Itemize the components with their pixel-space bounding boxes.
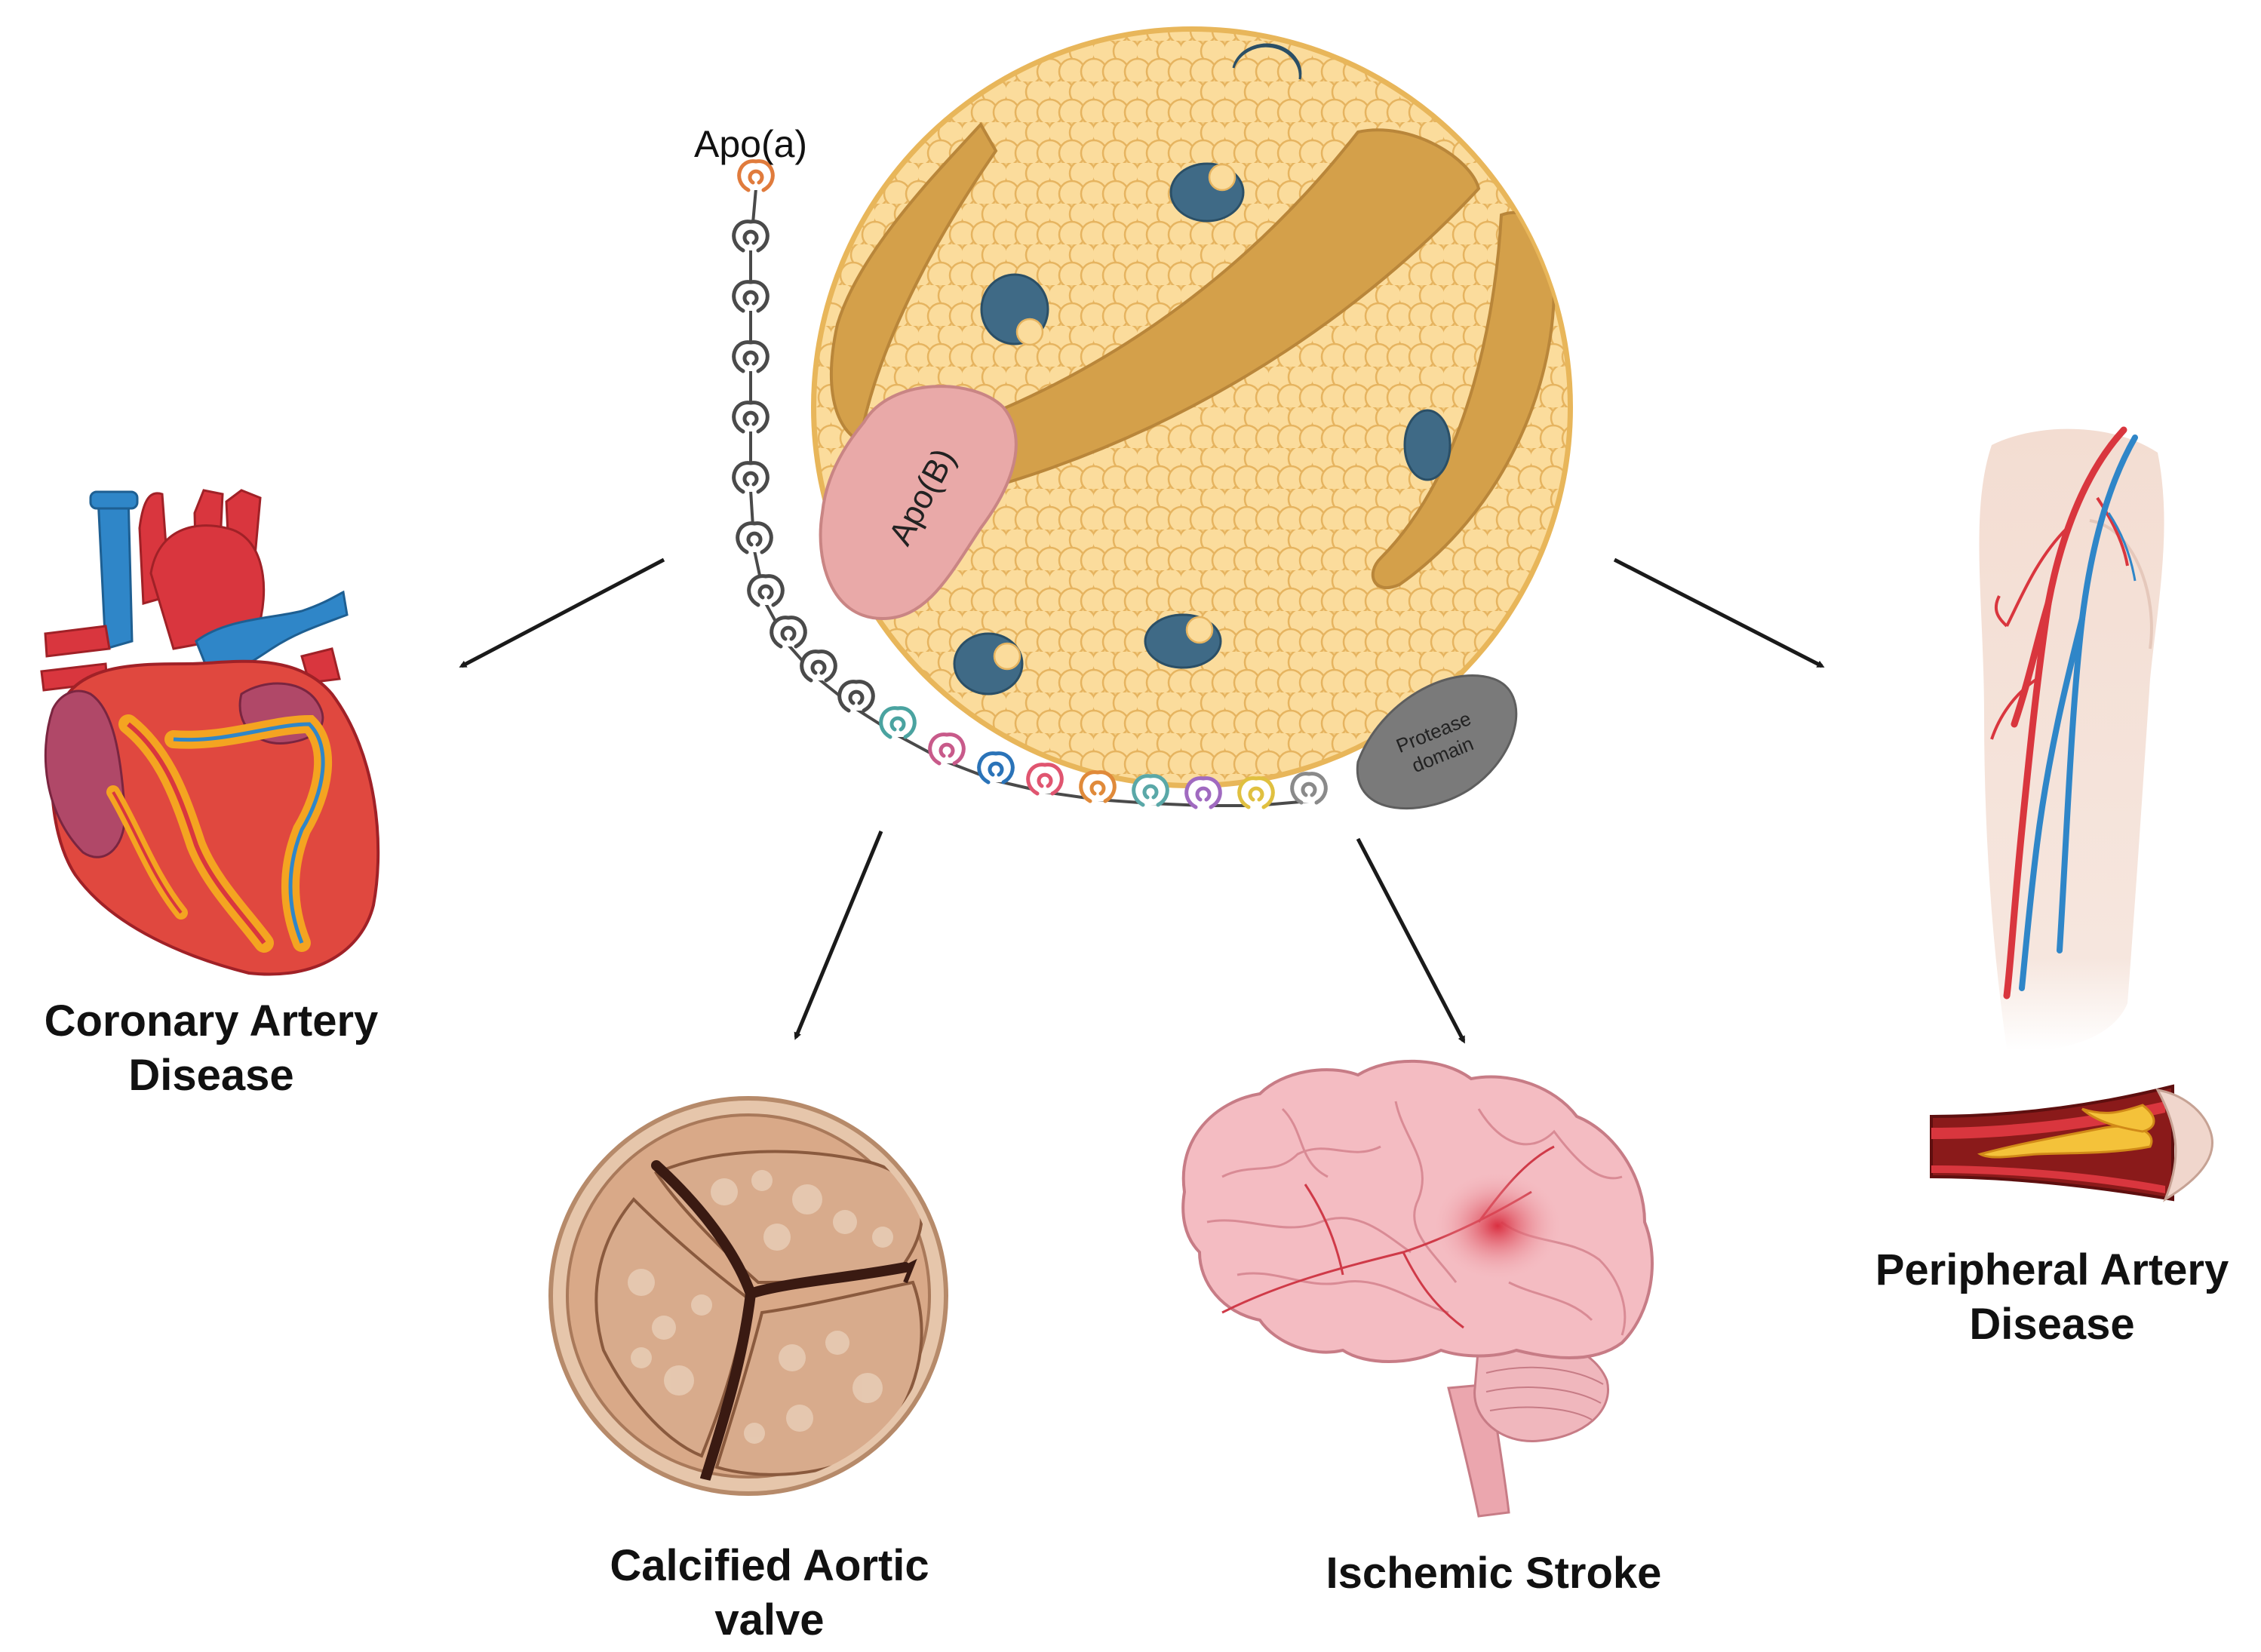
kringle-domain: [1132, 774, 1169, 807]
kringle-domain: [928, 732, 966, 766]
arrows: [459, 557, 1825, 1044]
apob-band-left: [829, 121, 998, 444]
ischemic-stroke-label: Ischemic Stroke: [1283, 1546, 1705, 1601]
lipid-inclusions: [953, 43, 1452, 695]
calcified-aortic-valve-icon: [548, 1096, 948, 1496]
kringle-domain: [732, 401, 770, 434]
cad-label-line1: Coronary Artery: [44, 996, 379, 1046]
lp-a-particle: Apo(B) Protease domain: [811, 26, 1573, 810]
kringle-domain: [770, 616, 807, 649]
coronary-artery-disease-label: Coronary Artery Disease: [8, 994, 415, 1103]
kringle-domain: [879, 706, 917, 739]
kringle-domain: [800, 649, 837, 683]
kringle-domain: [747, 574, 785, 607]
cad-label-line2: Disease: [128, 1051, 294, 1100]
infarct-region: [1433, 1171, 1562, 1280]
calcified-aortic-valve-label: Calcified Aortic valve: [558, 1539, 981, 1647]
kringle-domain: [1290, 772, 1328, 805]
kringle-domain: [736, 521, 773, 554]
kringle-domain: [732, 220, 770, 253]
arrow-to-ischemic-stroke: [1356, 837, 1466, 1044]
kringle-domain: [1237, 776, 1275, 809]
heart-icon: [40, 489, 380, 976]
pad-label-line2: Disease: [1969, 1300, 2135, 1349]
pad-label-line1: Peripheral Artery: [1875, 1245, 2229, 1294]
arrow-to-calcified-aortic-valve: [794, 831, 883, 1040]
plaque-artery-icon: [1930, 1084, 2213, 1202]
apoa-label: Apo(a): [694, 123, 807, 165]
peripheral-artery-disease-label: Peripheral Artery Disease: [1848, 1243, 2256, 1352]
cav-label-line2: valve: [714, 1595, 825, 1644]
kringle-domain: [1079, 770, 1117, 803]
apo-a-kringle-chain: [732, 159, 1328, 809]
brain-icon: [1181, 1059, 1654, 1518]
kringle-domain: [737, 159, 775, 192]
kringle-domain: [732, 280, 770, 313]
kringle-domain: [1026, 763, 1064, 796]
kringle-domain: [732, 461, 770, 494]
kringle-domain: [837, 680, 875, 713]
cav-label-line1: Calcified Aortic: [610, 1541, 929, 1590]
arrow-to-peripheral-artery-disease: [1613, 557, 1825, 668]
is-label-line1: Ischemic Stroke: [1326, 1549, 1662, 1598]
kringle-domain: [732, 340, 770, 373]
kringle-domain: [977, 751, 1015, 785]
arrow-to-coronary-artery-disease: [459, 557, 665, 668]
apob-head: [819, 385, 1018, 621]
kringle-domain: [1184, 776, 1222, 809]
leg-vasculature-icon: [1979, 426, 2164, 1051]
protease-domain: [1356, 674, 1518, 810]
